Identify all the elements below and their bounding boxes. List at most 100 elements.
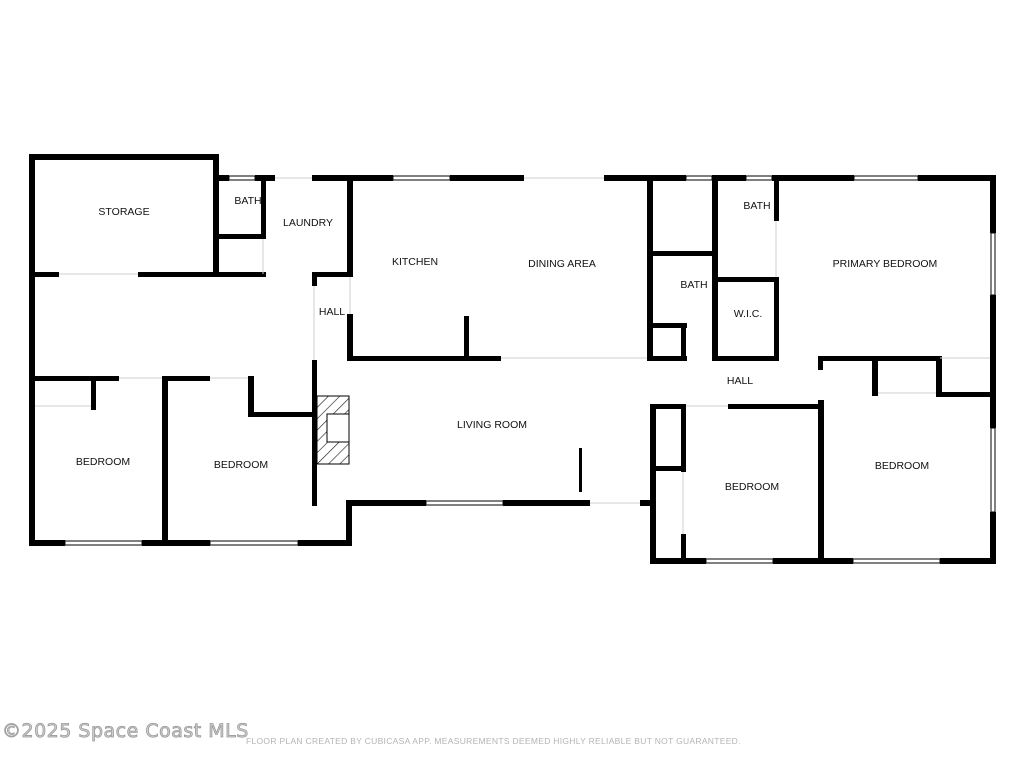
- wall: [29, 154, 35, 546]
- wall: [347, 175, 393, 181]
- window: [425, 500, 504, 506]
- wall: [728, 404, 824, 409]
- room-label-bath: BATH: [743, 200, 770, 212]
- wall: [248, 412, 316, 417]
- wall: [818, 356, 940, 361]
- walls: [29, 154, 996, 564]
- wall: [213, 175, 229, 181]
- room-label-living-room: LIVING ROOM: [457, 419, 527, 431]
- wall: [298, 540, 352, 546]
- room-label-laundry: LAUNDRY: [283, 217, 333, 229]
- wall: [650, 404, 656, 564]
- window: [853, 175, 919, 181]
- wall: [712, 277, 778, 282]
- room-labels: STORAGE BATH LAUNDRY HALL KITCHEN DINING…: [76, 195, 937, 493]
- wall: [990, 175, 996, 233]
- wall: [29, 540, 65, 546]
- wall: [640, 500, 654, 506]
- wall: [818, 356, 823, 370]
- wall: [774, 175, 779, 221]
- wall: [347, 175, 353, 277]
- wall: [604, 175, 686, 181]
- room-label-wic: W.I.C.: [734, 308, 763, 320]
- wall: [213, 154, 219, 274]
- wall: [162, 376, 210, 381]
- wall: [346, 500, 426, 506]
- window: [852, 558, 941, 564]
- window: [990, 427, 996, 513]
- room-label-bedroom: BEDROOM: [725, 481, 779, 493]
- wall: [712, 356, 778, 361]
- wall: [918, 175, 996, 181]
- wall: [650, 558, 706, 564]
- wall: [213, 234, 265, 239]
- wall: [29, 376, 119, 381]
- room-label-primary-bedroom: PRIMARY BEDROOM: [833, 258, 938, 270]
- room-label-kitchen: KITCHEN: [392, 256, 438, 268]
- wall: [712, 175, 746, 181]
- copyright-watermark: ©2025 Space Coast MLS: [2, 720, 249, 743]
- wall: [29, 272, 59, 277]
- wall: [347, 356, 501, 361]
- room-label-bath: BATH: [680, 279, 707, 291]
- wall: [91, 376, 96, 410]
- wall: [650, 466, 686, 471]
- wall: [647, 175, 653, 361]
- room-label-bedroom: BEDROOM: [214, 459, 268, 471]
- window: [228, 175, 256, 181]
- wall: [579, 448, 582, 492]
- wall: [647, 356, 687, 361]
- fireplace: [316, 395, 350, 465]
- wall: [990, 512, 996, 564]
- wall: [29, 154, 219, 160]
- wall: [248, 376, 254, 416]
- wall: [773, 558, 853, 564]
- wall: [647, 323, 687, 328]
- window: [209, 540, 299, 546]
- wall: [261, 175, 266, 239]
- wall: [990, 295, 996, 405]
- wall: [936, 392, 996, 397]
- wall: [162, 376, 168, 546]
- wall: [450, 175, 524, 181]
- window: [64, 540, 143, 546]
- wall: [936, 356, 942, 396]
- wall: [503, 500, 590, 506]
- wall: [774, 277, 779, 361]
- wall: [712, 175, 718, 361]
- window: [392, 175, 451, 181]
- windows: [64, 175, 996, 564]
- disclaimer-text: FLOOR PLAN CREATED BY CUBICASA APP. MEAS…: [246, 736, 741, 746]
- wall: [872, 356, 878, 396]
- room-label-hall: HALL: [319, 306, 345, 318]
- wall: [818, 400, 824, 562]
- wall: [772, 175, 854, 181]
- wall: [464, 316, 469, 360]
- wall: [681, 534, 686, 564]
- wall: [138, 272, 266, 277]
- window: [745, 175, 773, 181]
- wall: [647, 251, 715, 256]
- wall: [312, 272, 317, 286]
- wall: [681, 323, 686, 361]
- room-label-bedroom: BEDROOM: [76, 456, 130, 468]
- window: [990, 232, 996, 296]
- room-label-bath: BATH: [234, 195, 261, 207]
- wall: [940, 558, 996, 564]
- wall: [312, 272, 353, 277]
- room-label-bedroom: BEDROOM: [875, 460, 929, 472]
- window: [705, 558, 774, 564]
- wall: [312, 360, 317, 506]
- openings: [35, 177, 990, 534]
- room-label-storage: STORAGE: [98, 206, 149, 218]
- room-label-dining-area: DINING AREA: [528, 258, 596, 270]
- wall: [990, 392, 996, 428]
- wall: [346, 500, 352, 546]
- wall: [650, 404, 686, 409]
- room-label-hall: HALL: [727, 375, 753, 387]
- wall: [347, 314, 353, 360]
- wall: [312, 175, 354, 181]
- window: [685, 175, 713, 181]
- wall: [142, 540, 210, 546]
